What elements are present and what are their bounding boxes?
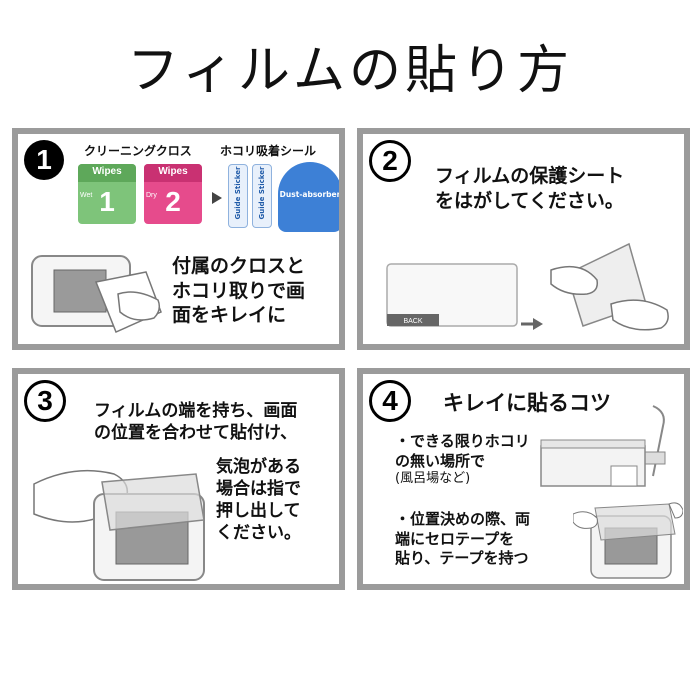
cloth-label: クリーニングクロス [84, 144, 192, 158]
step-2-panel: 2 フィルムの保護シート をはがしてください。 BACK [357, 128, 690, 350]
guide-sticker-image: Guide Sticker [252, 164, 272, 228]
step-3-panel: 3 フィルムの端を持ち、画面 の位置を合わせて貼付け、 気泡がある 場合は指で … [12, 368, 345, 590]
step-number: 2 [369, 140, 411, 182]
dust-absorber-image: Dust-absorber [278, 162, 339, 232]
step-number: 1 [24, 140, 64, 180]
guide-sticker-image: Guide Sticker [228, 164, 248, 228]
page-title: フィルムの貼り方 [127, 41, 573, 101]
tape-film-illustration [573, 502, 683, 579]
apply-film-illustration [33, 469, 205, 581]
step-1-text: 付属のクロスと ホコリ取りで画 面をキレイに [172, 255, 306, 327]
svg-text:BACK: BACK [403, 318, 422, 325]
step-4-panel: 4 キレイに貼るコツ ・できる限りホコリ の無い場所で (風呂場など) ・位置決… [357, 368, 690, 590]
step-3-text-top: フィルムの端を持ち、画面 の位置を合わせて貼付け、 [94, 401, 298, 444]
arrow-right-icon [212, 192, 222, 204]
step-number: 3 [24, 380, 66, 422]
bathroom-illustration [540, 405, 666, 487]
peel-film-illustration: BACK [386, 242, 669, 331]
step-2-text: フィルムの保護シート をはがしてください。 [435, 165, 625, 212]
tips-heading: キレイに貼るコツ [443, 391, 611, 415]
step-3-text-bottom: 気泡がある 場合は指で 押し出して ください。 [216, 457, 301, 544]
tip-2: ・位置決めの際、両 端にセロテープを 貼り、テープを持つ [395, 510, 531, 567]
step-number: 4 [369, 380, 411, 422]
tip-1: ・できる限りホコリ の無い場所で (風呂場など) [395, 432, 530, 486]
sticker-label: ホコリ吸着シール [220, 144, 317, 158]
camera-wipe-illustration [31, 255, 162, 334]
